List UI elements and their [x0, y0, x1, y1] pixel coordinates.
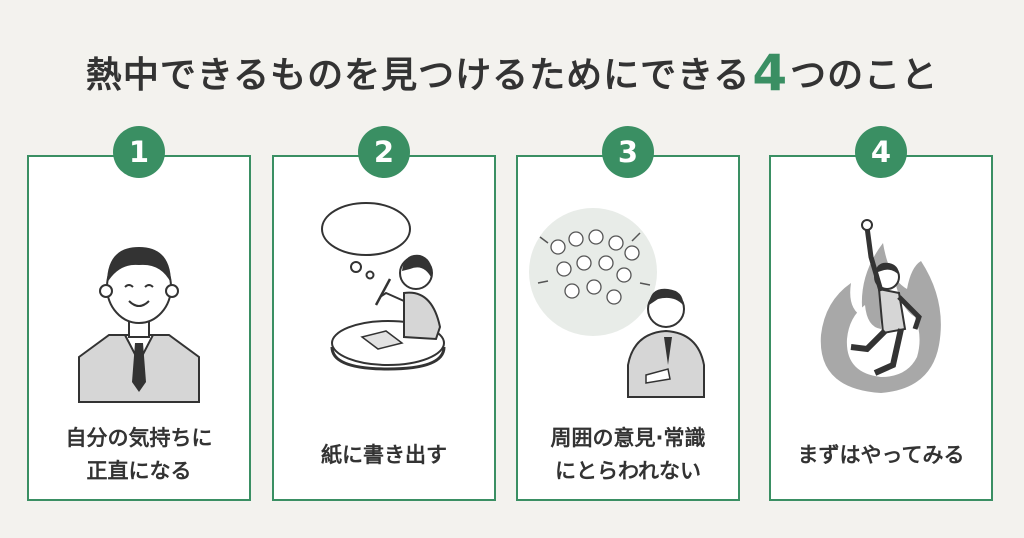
page-title: 熱中できるものを見つけるためにできる4つのこと — [0, 44, 1024, 102]
step-card-2: 紙に書き出す — [272, 155, 496, 501]
caption-line: 正直になる — [86, 459, 192, 483]
step-number-badge-3: 3 — [602, 126, 654, 178]
step-number-badge-2: 2 — [358, 126, 410, 178]
step-caption-4: まずはやってみる — [771, 419, 991, 491]
step-card-1: 自分の気持ちに 正直になる — [27, 155, 251, 501]
step-card-4: まずはやってみる — [769, 155, 993, 501]
step-card-3: 周囲の意見·常識 にとらわれない — [516, 155, 740, 501]
step-number-badge-1: 1 — [113, 126, 165, 178]
step-caption-2: 紙に書き出す — [274, 419, 494, 491]
caption-line: 周囲の意見·常識 — [550, 426, 706, 450]
businessman-smiling-icon — [78, 247, 200, 403]
caption-line: 紙に書き出す — [321, 442, 447, 467]
caption-line: まずはやってみる — [797, 442, 965, 467]
step-caption-1: 自分の気持ちに 正直になる — [29, 419, 249, 491]
title-prefix: 熱中できるものを見つけるためにできる — [85, 55, 751, 96]
man-jumping-flame-icon — [820, 219, 941, 393]
step-number-badge-4: 4 — [855, 126, 907, 178]
title-suffix: つのこと — [790, 55, 939, 96]
step-caption-3: 周囲の意見·常識 にとらわれない — [518, 419, 738, 491]
woman-writing-thinking-icon — [321, 202, 446, 371]
man-ignoring-crowd-icon — [529, 208, 705, 398]
caption-line: にとらわれない — [555, 459, 701, 483]
title-number: 4 — [752, 44, 789, 102]
caption-line: 自分の気持ちに — [65, 426, 213, 450]
